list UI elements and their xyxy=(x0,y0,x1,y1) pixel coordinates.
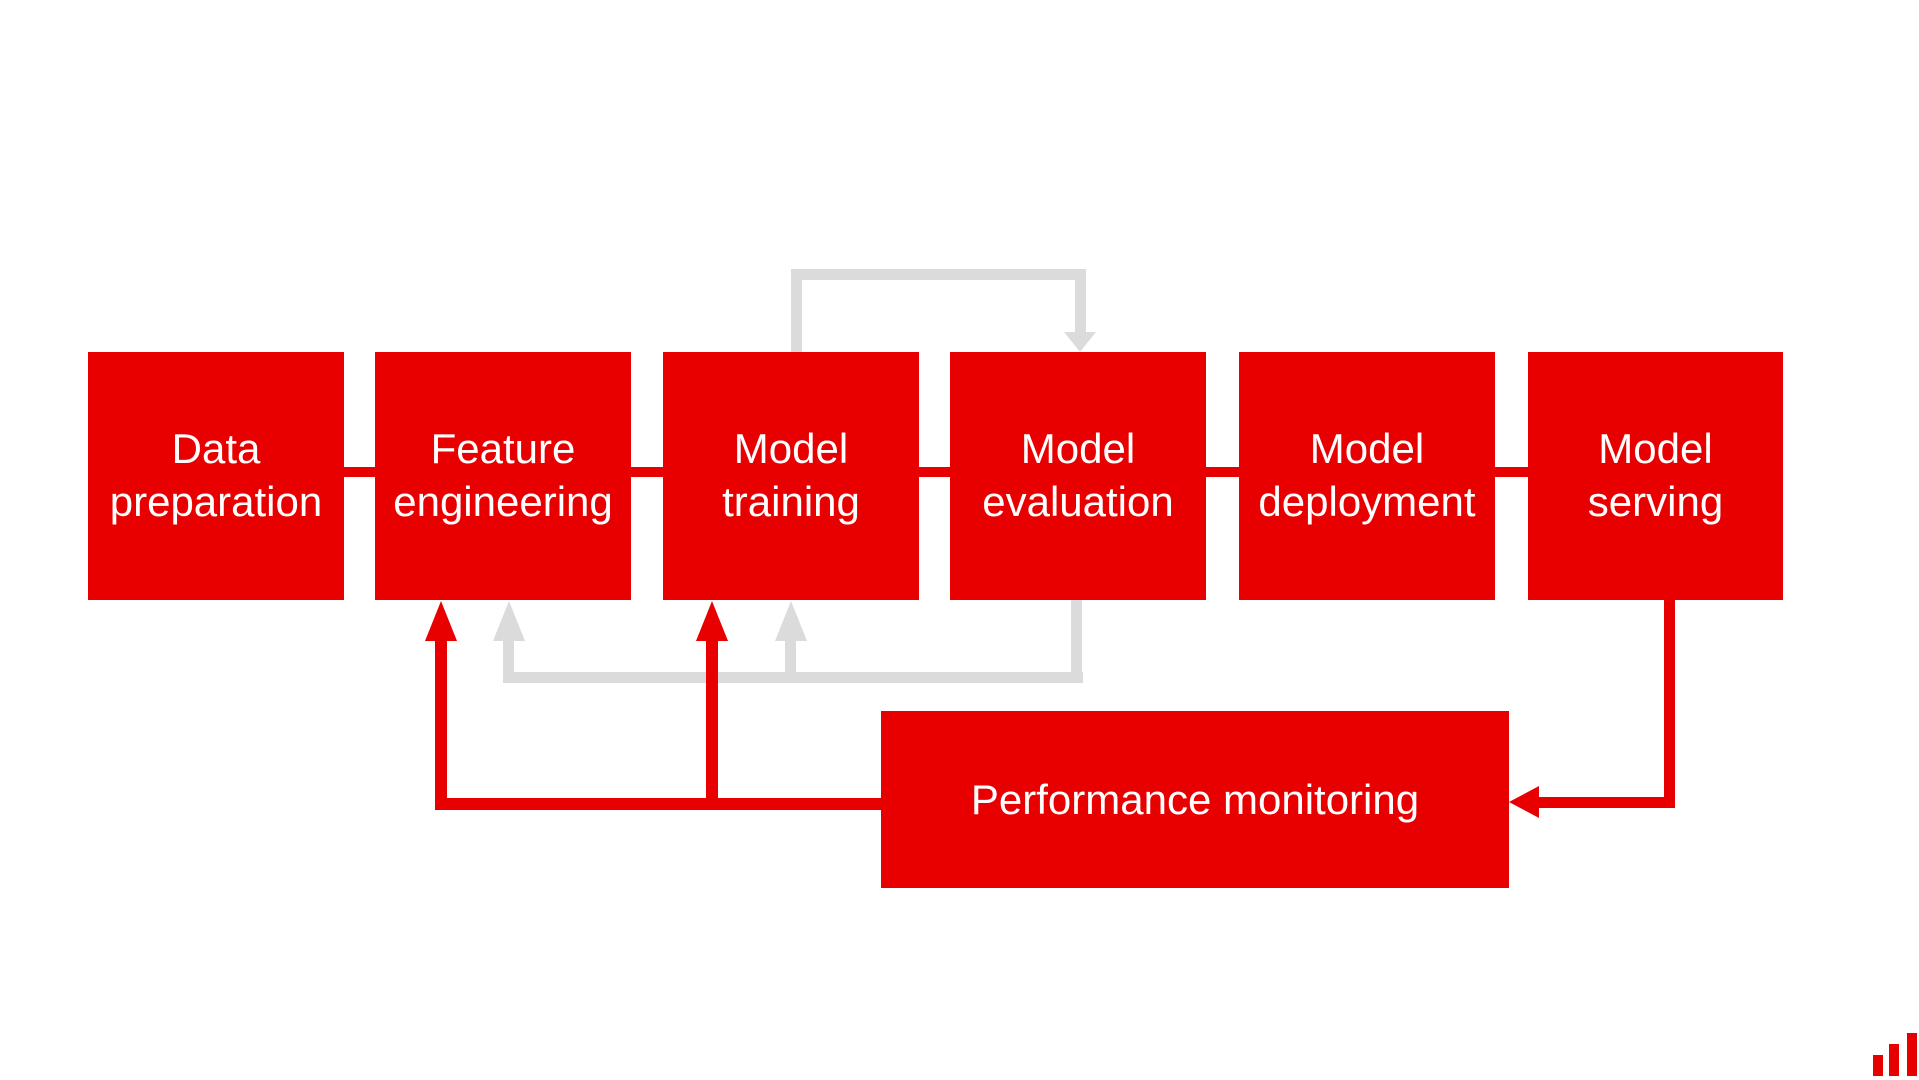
red-left-arrowhead-performance-monitoring xyxy=(1509,786,1539,818)
logo-bar-large xyxy=(1907,1033,1917,1076)
red-feedback-rise-feature-engineering xyxy=(435,638,447,810)
red-feedback-horizontal-segment xyxy=(435,798,881,810)
box-label: Performance monitoring xyxy=(970,775,1420,823)
pipeline-box-model-evaluation: Model evaluation xyxy=(950,352,1206,600)
box-label: Model evaluation xyxy=(982,425,1174,525)
gray-down-arrowhead-model-evaluation xyxy=(1064,332,1096,352)
box-label: Model training xyxy=(722,425,860,525)
pipeline-sequence-connector-line xyxy=(215,467,1655,477)
logo-bar-small xyxy=(1873,1055,1883,1076)
box-label: Feature engineering xyxy=(393,425,613,525)
box-label: Data preparation xyxy=(109,425,323,525)
pipeline-box-model-serving: Model serving xyxy=(1528,352,1783,600)
gray-up-arrowhead-feature-engineering xyxy=(493,601,525,641)
red-serving-drop-segment xyxy=(1664,599,1675,808)
gray-loop-top-segment xyxy=(791,269,1086,280)
red-up-arrowhead-model-training xyxy=(696,601,728,641)
red-serving-horizontal-segment xyxy=(1535,797,1675,808)
gray-feedback-rise-feature-engineering xyxy=(503,639,514,683)
gray-feedback-drop-segment xyxy=(1071,600,1082,683)
gray-loop-up-segment xyxy=(791,269,802,352)
gray-feedback-rise-model-training xyxy=(785,639,796,683)
box-label: Model serving xyxy=(1587,425,1724,525)
pipeline-box-model-deployment: Model deployment xyxy=(1239,352,1495,600)
performance-monitoring-box: Performance monitoring xyxy=(881,711,1509,888)
red-feedback-rise-model-training xyxy=(706,638,718,810)
logo-bar-medium xyxy=(1889,1044,1899,1076)
pipeline-box-data-preparation: Data preparation xyxy=(88,352,344,600)
gray-loop-down-segment xyxy=(1075,269,1086,333)
pipeline-box-model-training: Model training xyxy=(663,352,919,600)
red-up-arrowhead-feature-engineering xyxy=(425,601,457,641)
gray-up-arrowhead-model-training xyxy=(775,601,807,641)
box-label: Model deployment xyxy=(1258,425,1476,525)
pipeline-box-feature-engineering: Feature engineering xyxy=(375,352,631,600)
